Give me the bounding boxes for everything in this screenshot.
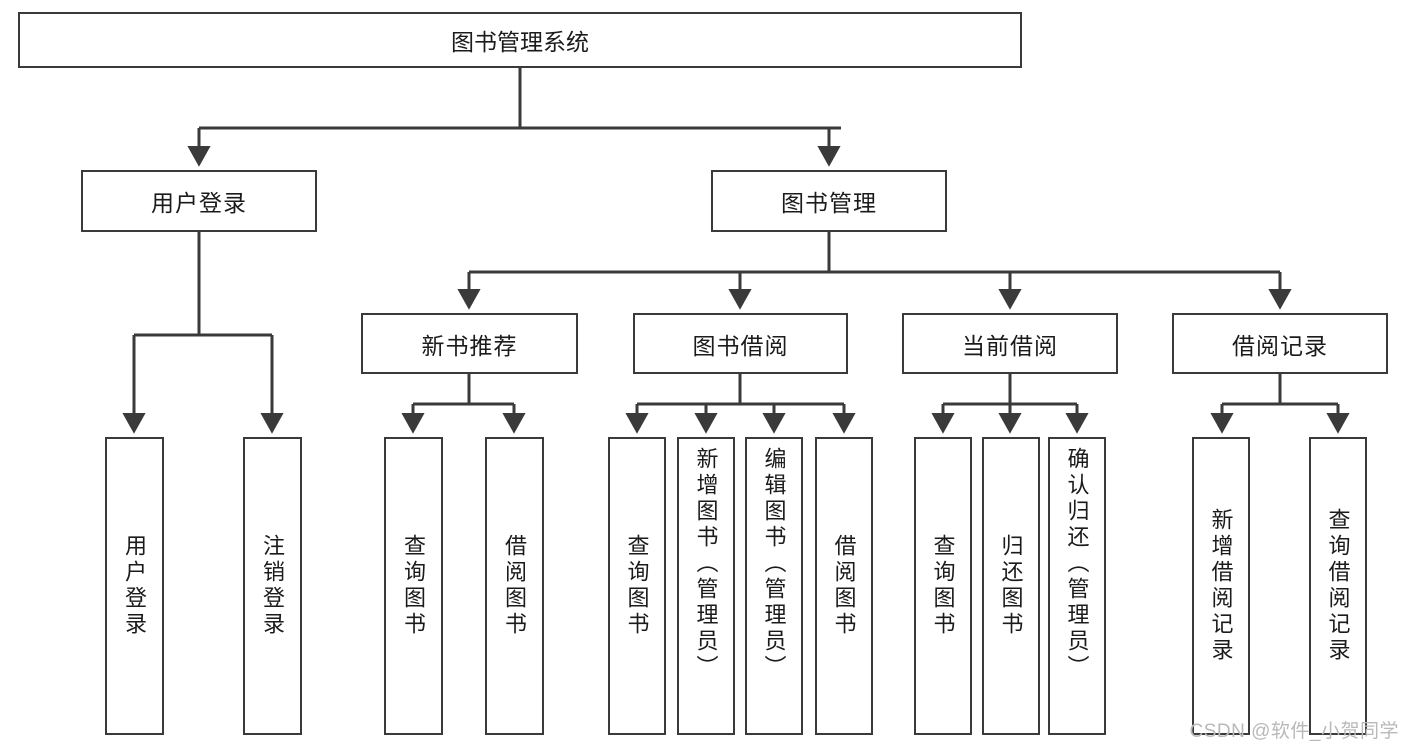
node-user-login[interactable]: 用户登录 [81, 170, 317, 232]
node-label: 借阅记录 [1232, 332, 1328, 359]
node-label: 用户登录 [122, 534, 148, 638]
node-label: 编辑图书（管理员） [761, 447, 787, 681]
node-label: 图书管理 [781, 190, 877, 216]
leaf-book-borrow-query-book[interactable]: 查询图书 [608, 437, 666, 735]
leaf-current-borrow-query-book[interactable]: 查询图书 [914, 437, 972, 735]
leaf-borrow-record-add-record[interactable]: 新增借阅记录 [1192, 437, 1250, 735]
node-label: 图书管理系统 [451, 29, 589, 55]
node-new-book-recommend[interactable]: 新书推荐 [361, 313, 578, 374]
leaf-new-book-borrow-book[interactable]: 借阅图书 [485, 437, 544, 735]
node-label: 借阅图书 [831, 534, 857, 638]
csdn-watermark: CSDN @软件_小贺同学 [1189, 721, 1399, 742]
leaf-new-book-query-book[interactable]: 查询图书 [384, 437, 443, 735]
node-label: 归还图书 [998, 534, 1024, 638]
leaf-user-login-logout[interactable]: 注销登录 [243, 437, 302, 735]
leaf-current-borrow-confirm-return-admin[interactable]: 确认归还（管理员） [1048, 437, 1106, 735]
leaf-book-borrow-edit-book-admin[interactable]: 编辑图书（管理员） [745, 437, 803, 735]
leaf-borrow-record-query-record[interactable]: 查询借阅记录 [1309, 437, 1367, 735]
node-label: 确认归还（管理员） [1064, 447, 1090, 681]
node-book-management[interactable]: 图书管理 [711, 170, 947, 232]
node-label: 查询图书 [401, 534, 427, 638]
node-label: 借阅图书 [502, 534, 528, 638]
leaf-current-borrow-return-book[interactable]: 归还图书 [982, 437, 1040, 735]
node-borrow-record[interactable]: 借阅记录 [1172, 313, 1388, 374]
node-label: 注销登录 [260, 534, 286, 638]
leaf-book-borrow-add-book-admin[interactable]: 新增图书（管理员） [677, 437, 735, 735]
node-label: 新书推荐 [421, 332, 518, 359]
node-label: 新增借阅记录 [1208, 508, 1234, 664]
node-label: 图书借阅 [692, 332, 789, 359]
leaf-user-login-login[interactable]: 用户登录 [105, 437, 164, 735]
node-book-borrow[interactable]: 图书借阅 [633, 313, 848, 374]
node-current-borrow[interactable]: 当前借阅 [902, 313, 1118, 374]
node-label: 新增图书（管理员） [693, 447, 719, 681]
node-root-book-management-system[interactable]: 图书管理系统 [18, 12, 1022, 68]
leaf-book-borrow-borrow-book[interactable]: 借阅图书 [815, 437, 873, 735]
node-label: 查询图书 [930, 534, 956, 638]
node-label: 查询图书 [624, 534, 650, 638]
node-label: 当前借阅 [962, 332, 1058, 359]
node-label: 用户登录 [151, 190, 247, 216]
node-label: 查询借阅记录 [1325, 508, 1351, 664]
